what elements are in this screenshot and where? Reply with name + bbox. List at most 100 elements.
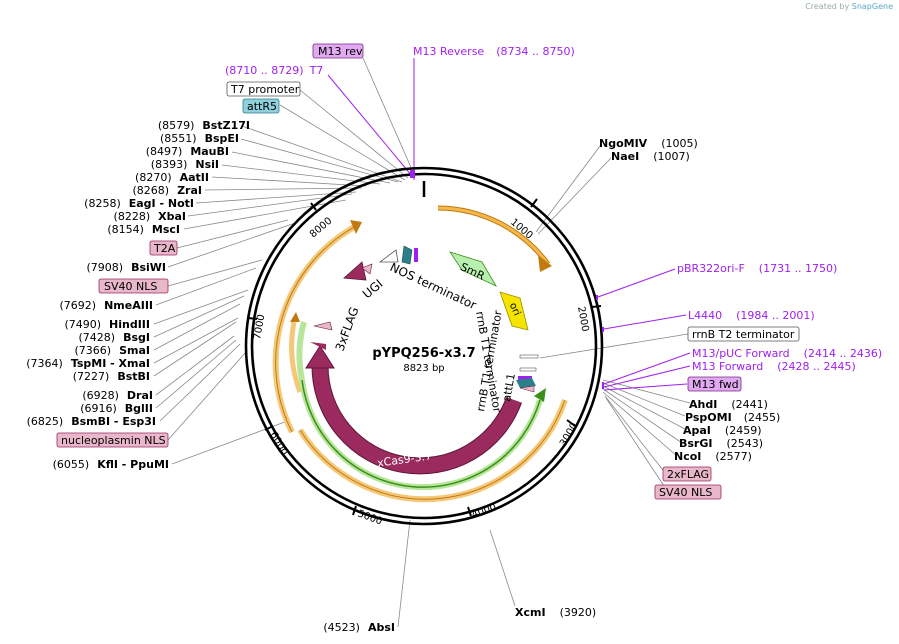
tick-label-8000: 8000 <box>308 216 335 241</box>
backbone-inner <box>250 172 598 520</box>
enzyme-nmeaiii: (7692)NmeAIII <box>60 299 154 312</box>
nucleoplasmin-feature <box>310 342 326 350</box>
enzyme-labels-left: (8579)BstZ17I (8551)BspEI (8497)MauBI (8… <box>26 119 395 634</box>
m13-rev-primer-mark <box>410 170 415 178</box>
primer-l4440: L4440(1984 .. 2001) <box>688 309 815 322</box>
enzyme-aatii: (8270)AatII <box>135 171 209 184</box>
m13-fwd-feature <box>518 376 532 380</box>
enzyme-bglii: (6916)BglII <box>80 402 153 415</box>
enzyme-bsgi: (7428)BsgI <box>79 331 150 344</box>
enzyme-apai: ApaI(2459) <box>683 424 761 437</box>
enzyme-labels-right: NgoMIV(1005) NaeI(1007) AhdI(2441) PspOM… <box>515 137 780 619</box>
enzyme-bstz17i: (8579)BstZ17I <box>158 119 250 132</box>
primer-labels: M13 Reverse(8734 .. 8750) (8710 .. 8729)… <box>225 45 882 373</box>
enzyme-bsiwi: (7908)BsiWI <box>86 261 166 274</box>
orange-feature-arcs <box>272 205 568 503</box>
svg-text:2xFLAG: 2xFLAG <box>667 468 709 481</box>
box-attr5: attR5 <box>242 98 280 114</box>
box-sv40-nls-right: SV40 NLS <box>654 484 722 500</box>
boxed-labels: M13 rev T7 promoter attR5 T2A SV40 NLS n… <box>56 43 800 500</box>
backbone-outer <box>244 166 604 526</box>
nos-terminator-arrow <box>378 249 399 263</box>
attr5-feature <box>401 245 413 265</box>
plasmid-length: 8823 bp <box>403 363 444 374</box>
primer-t7: (8710 .. 8729)T7 <box>225 64 323 77</box>
feature-ugi: UGI <box>360 277 386 302</box>
sv40-nls-left-feature <box>313 321 333 331</box>
enzyme-absi: (4523)AbsI <box>323 621 395 634</box>
box-sv40-nls-left: SV40 NLS <box>98 278 169 294</box>
svg-text:T2A: T2A <box>153 242 176 255</box>
smr-arrow <box>449 251 497 287</box>
enzyme-bsrgi: BsrGI(2543) <box>679 437 763 450</box>
enzyme-kfli-ppumi: (6055)KflI - PpuMI <box>53 458 169 471</box>
svg-text:rrnB T2 terminator: rrnB T2 terminator <box>692 328 795 341</box>
enzyme-zrai: (8268)ZraI <box>133 184 203 197</box>
ruler-ticks <box>247 198 602 517</box>
t2a-feature <box>361 263 373 275</box>
enzyme-smai: (7366)SmaI <box>75 344 150 357</box>
plasmid-name: pYPQ256-x3.7 <box>372 346 475 361</box>
left-leader-lines <box>153 57 414 628</box>
rrnb-t2-feature <box>519 354 539 359</box>
enzyme-hindiii: (7490)HindIII <box>64 318 150 331</box>
svg-text:M13 fwd: M13 fwd <box>692 378 739 391</box>
enzyme-naei: NaeI(1007) <box>611 150 690 163</box>
feature-3xflag: 3xFLAG <box>333 305 362 353</box>
rrnb-t1-feature <box>519 367 537 372</box>
attl1-feature <box>516 378 536 388</box>
enzyme-pspomi: PspOMI(2455) <box>685 411 780 424</box>
m13-fwd-primer-mark <box>602 382 604 389</box>
xcas9-arc <box>312 365 522 474</box>
box-t7-promoter: T7 promoter <box>226 81 301 97</box>
enzyme-bsmbi-esp3i: (6825)BsmBI - Esp3I <box>27 415 156 428</box>
box-m13-fwd: M13 fwd <box>687 376 742 392</box>
snapgene-credit: Created by SnapGene <box>805 2 893 11</box>
enzyme-xbai: (8228)XbaI <box>114 210 186 223</box>
xcas9-arrowhead <box>305 345 335 369</box>
box-rrnb-t2: rrnB T2 terminator <box>687 326 800 342</box>
svg-text:attR5: attR5 <box>247 100 277 113</box>
primer-m13-forward: M13 Forward(2428 .. 2445) <box>692 360 856 373</box>
m13-rev-feature <box>414 248 418 262</box>
primer-leader-lines <box>327 58 691 391</box>
ori-arrow <box>499 291 529 331</box>
svg-text:SV40 NLS: SV40 NLS <box>659 486 712 499</box>
feature-ori: ori <box>507 301 522 317</box>
tick-label-6000: 6000 <box>267 430 289 458</box>
primer-m13-reverse: M13 Reverse(8734 .. 8750) <box>413 45 575 58</box>
svg-text:M13 rev: M13 rev <box>318 45 363 58</box>
enzyme-maubi: (8497)MauBI <box>146 145 229 158</box>
green-arrowhead <box>534 388 546 402</box>
enzyme-tspmi-xmai: (7364)TspMI - XmaI <box>26 357 150 370</box>
enzyme-ngomiv: NgoMIV(1005) <box>599 137 698 150</box>
tick-label-7000: 7000 <box>252 314 267 341</box>
enzyme-ahdi: AhdI(2441) <box>689 398 768 411</box>
primer-pbr322ori-f: pBR322ori-F(1731 .. 1750) <box>677 262 837 275</box>
box-t2a: T2A <box>149 240 178 256</box>
l4440-primer-mark <box>602 327 604 332</box>
ugi-arrow <box>343 261 367 281</box>
primer-m13-puc-forward: M13/pUC Forward(2414 .. 2436) <box>692 347 882 360</box>
orange-arrowhead-3 <box>290 312 300 322</box>
enzyme-drai: (6928)DraI <box>82 389 153 402</box>
2xflag-feature <box>519 385 535 393</box>
svg-text:nucleoplasmin NLS: nucleoplasmin NLS <box>61 434 166 447</box>
box-nucleoplasmin-nls: nucleoplasmin NLS <box>56 432 169 448</box>
enzyme-msci: (8154)MscI <box>107 223 180 236</box>
feature-attl1: attL1 <box>500 372 518 402</box>
enzyme-xcmi: XcmI(3920) <box>515 606 596 619</box>
svg-text:T7 promoter: T7 promoter <box>230 83 300 96</box>
enzyme-nsii: (8393)NsiI <box>151 158 219 171</box>
svg-text:SV40 NLS: SV40 NLS <box>104 280 157 293</box>
orange-arrowhead-1 <box>538 255 552 272</box>
tick-label-4000: 4000 <box>470 502 498 521</box>
enzyme-eagi-noti: (8258)EagI - NotI <box>84 197 194 210</box>
pbr322-primer-mark <box>596 295 598 300</box>
tick-label-2000: 2000 <box>575 306 590 333</box>
enzyme-bstbi: (7227)BstBI <box>73 370 150 383</box>
enzyme-bspei: (8551)BspEI <box>160 132 239 145</box>
enzyme-ncoi: NcoI(2577) <box>674 450 752 463</box>
green-feature-arcs <box>296 321 543 491</box>
